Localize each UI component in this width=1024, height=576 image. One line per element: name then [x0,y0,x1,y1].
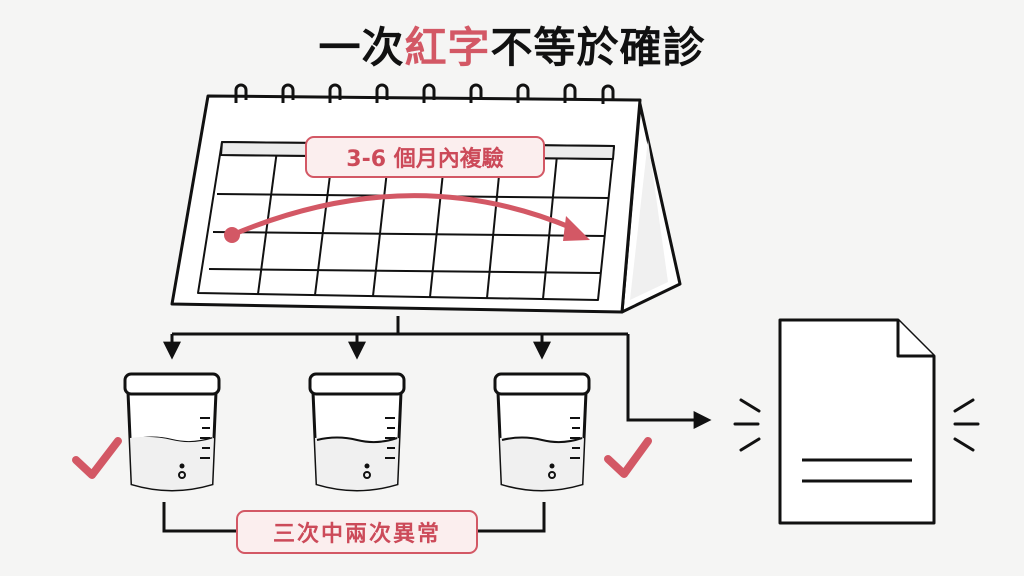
branch-connectors [163,316,712,429]
document-emphasis-lines [733,398,980,452]
timeline-arrowhead [563,216,590,241]
title-prefix: 一次 [318,23,405,72]
check-icon [604,437,652,478]
title-suffix: 不等於確診 [490,23,706,72]
timeline-start-dot [224,227,240,243]
abnormal-result-label: 三次中兩次異常 [236,510,478,554]
check-icon [72,437,122,479]
specimen-cup-icon [123,372,221,492]
calendar-icon [170,83,682,314]
specimen-cup-icon [308,372,406,492]
specimen-cup-icon [493,372,591,492]
page-title: 一次紅字不等於確診 [0,14,1024,75]
retest-interval-label: 3-6 個月內複驗 [305,136,545,178]
document-icon [778,318,936,525]
timeline-arrow [224,193,590,243]
title-highlight: 紅字 [404,23,491,72]
